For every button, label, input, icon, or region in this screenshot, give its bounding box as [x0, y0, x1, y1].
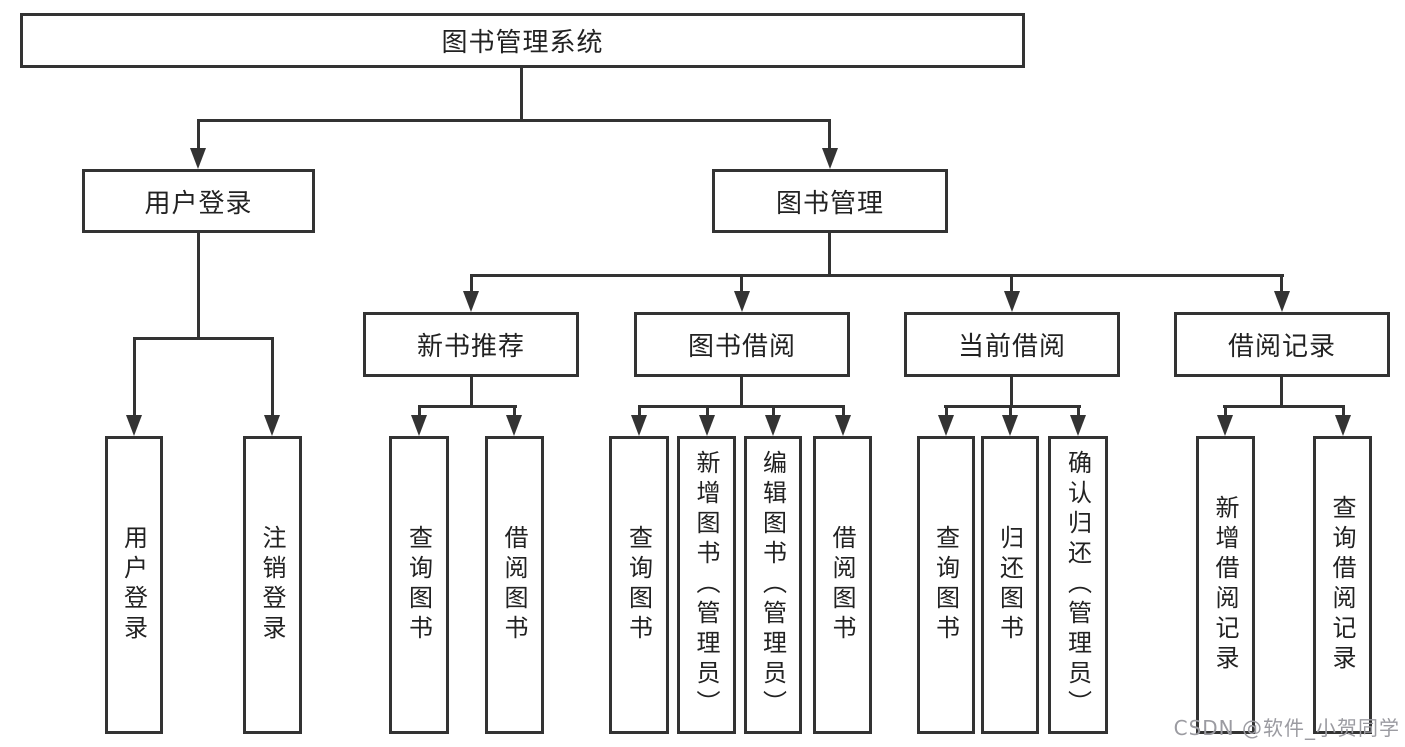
arrow-down-icon: [411, 415, 427, 436]
leaf-recommend-borrow-book: 借阅图书: [485, 436, 544, 734]
connector-line: [1010, 274, 1013, 295]
leaf-history-add-record-label: 新增借阅记录: [1211, 495, 1239, 675]
node-borrow-record: 借阅记录: [1174, 312, 1390, 377]
node-current-borrow-label: 当前借阅: [957, 332, 1066, 362]
node-new-book-recommend: 新书推荐: [363, 312, 579, 377]
connector-line: [1280, 274, 1283, 295]
connector-line: [1342, 405, 1345, 419]
leaf-current-query-book-label: 查询图书: [931, 525, 960, 645]
leaf-current-confirm-return-admin: 确认归还（管理员）: [1048, 436, 1108, 734]
connector-line: [1077, 405, 1080, 419]
connector-line: [513, 405, 516, 419]
leaf-borrow-edit-book-admin: 编辑图书（管理员）: [744, 436, 802, 734]
connector-line: [197, 233, 200, 339]
leaf-logout: 注销登录: [243, 436, 302, 734]
leaf-current-confirm-return-admin-label: 确认归还（管理员）: [1063, 450, 1092, 720]
arrow-down-icon: [699, 415, 715, 436]
arrow-down-icon: [938, 415, 954, 436]
arrow-down-icon: [463, 291, 479, 312]
connector-line: [1009, 405, 1012, 419]
connector-line: [133, 337, 136, 419]
arrow-down-icon: [264, 415, 280, 436]
arrow-down-icon: [1217, 415, 1233, 436]
arrow-down-icon: [126, 415, 142, 436]
connector-line: [740, 377, 743, 408]
connector-line: [271, 337, 274, 419]
leaf-current-return-book-label: 归还图书: [995, 525, 1024, 645]
watermark: CSDN @软件_小贺同学: [1173, 716, 1400, 740]
connector-line: [1223, 405, 1345, 408]
connector-line: [945, 405, 948, 419]
node-book-management: 图书管理: [712, 169, 948, 233]
arrow-down-icon: [631, 415, 647, 436]
connector-line: [944, 405, 1081, 408]
connector-line: [638, 405, 845, 408]
connector-line: [1010, 377, 1013, 408]
leaf-recommend-query-book: 查询图书: [389, 436, 449, 734]
leaf-history-query-record: 查询借阅记录: [1313, 436, 1372, 734]
node-borrow-record-label: 借阅记录: [1227, 332, 1336, 362]
node-user-login-label: 用户登录: [144, 188, 253, 219]
arrow-down-icon: [822, 148, 838, 169]
connector-line: [520, 68, 523, 119]
leaf-recommend-query-book-label: 查询图书: [404, 525, 433, 645]
node-user-login: 用户登录: [82, 169, 315, 233]
connector-line: [470, 377, 473, 408]
connector-line: [197, 119, 831, 122]
connector-line: [1280, 377, 1283, 408]
node-root-label: 图书管理系统: [441, 28, 604, 58]
leaf-user-login-label: 用户登录: [119, 525, 148, 645]
leaf-current-return-book: 归还图书: [981, 436, 1039, 734]
arrow-down-icon: [1002, 415, 1018, 436]
leaf-recommend-borrow-book-label: 借阅图书: [500, 525, 528, 645]
arrow-down-icon: [765, 415, 781, 436]
connector-line: [828, 119, 831, 152]
node-current-borrow: 当前借阅: [904, 312, 1120, 377]
leaf-borrow-borrow-book-label: 借阅图书: [828, 525, 856, 645]
leaf-borrow-query-book-label: 查询图书: [624, 525, 653, 645]
node-book-borrow: 图书借阅: [634, 312, 850, 377]
connector-line: [828, 233, 831, 277]
arrow-down-icon: [1004, 291, 1020, 312]
connector-line: [842, 405, 845, 419]
leaf-borrow-edit-book-admin-label: 编辑图书（管理员）: [758, 450, 787, 720]
arrow-down-icon: [190, 148, 206, 169]
leaf-borrow-query-book: 查询图书: [609, 436, 669, 734]
leaf-history-add-record: 新增借阅记录: [1196, 436, 1255, 734]
node-book-management-label: 图书管理: [775, 188, 884, 219]
connector-line: [418, 405, 421, 419]
arrow-down-icon: [1070, 415, 1086, 436]
leaf-user-login: 用户登录: [105, 436, 163, 734]
arrow-down-icon: [734, 291, 750, 312]
connector-line: [772, 405, 775, 419]
connector-line: [470, 274, 1284, 277]
arrow-down-icon: [1335, 415, 1351, 436]
connector-line: [133, 337, 274, 340]
leaf-borrow-borrow-book: 借阅图书: [813, 436, 872, 734]
connector-line: [638, 405, 641, 419]
leaf-history-query-record-label: 查询借阅记录: [1328, 495, 1356, 675]
leaf-logout-label: 注销登录: [258, 525, 286, 645]
connector-line: [1224, 405, 1227, 419]
leaf-current-query-book: 查询图书: [917, 436, 975, 734]
node-book-borrow-label: 图书借阅: [687, 332, 796, 362]
leaf-borrow-add-book-admin-label: 新增图书（管理员）: [692, 450, 720, 720]
node-new-book-recommend-label: 新书推荐: [416, 332, 525, 362]
connector-line: [740, 274, 743, 295]
connector-line: [706, 405, 709, 419]
arrow-down-icon: [1274, 291, 1290, 312]
connector-line: [197, 119, 200, 152]
connector-line: [418, 405, 517, 408]
connector-line: [470, 274, 473, 295]
leaf-borrow-add-book-admin: 新增图书（管理员）: [677, 436, 736, 734]
arrow-down-icon: [506, 415, 522, 436]
node-root: 图书管理系统: [20, 13, 1025, 68]
arrow-down-icon: [835, 415, 851, 436]
